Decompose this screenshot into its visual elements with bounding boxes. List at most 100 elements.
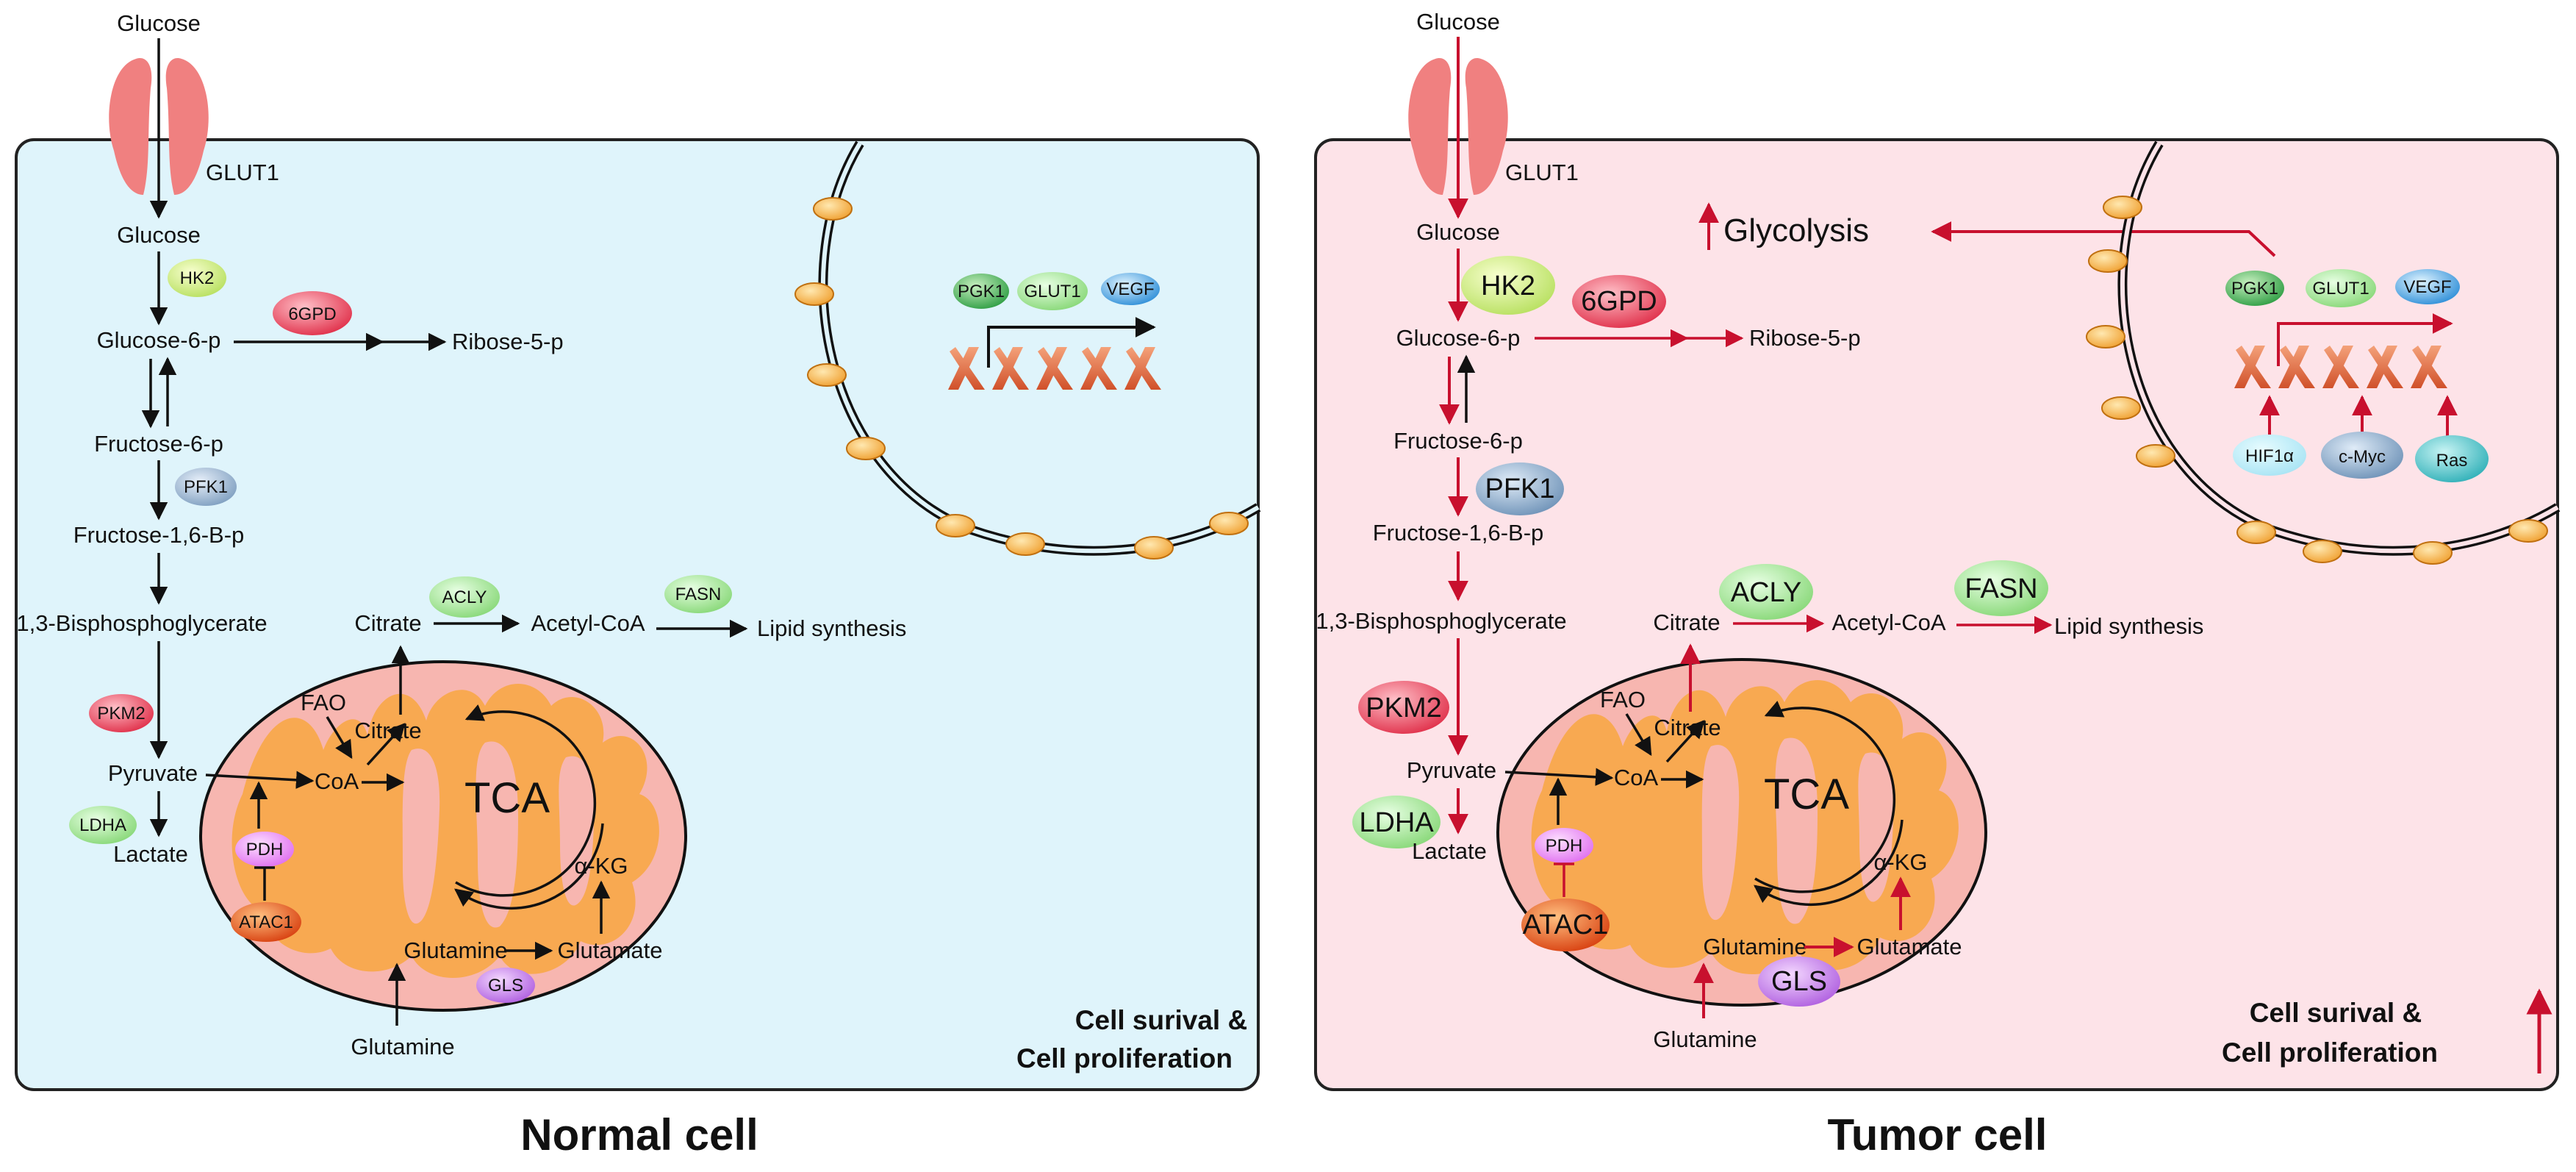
glucose-label: Glucose	[1416, 219, 1500, 245]
glutamate-label: Glutamate	[557, 937, 662, 963]
6gpd-enzyme	[1572, 275, 1666, 328]
atac1-label: ATAC1	[1523, 910, 1609, 940]
hif1a-label: HIF1α	[2245, 446, 2294, 466]
glutamine-mito-label: Glutamine	[1703, 934, 1807, 960]
survival-line-1: Cell surival &	[2250, 998, 2422, 1028]
c-myc-label: c-Myc	[2339, 447, 2386, 467]
6gpd-label: 6GPD	[1581, 286, 1657, 317]
pfk1-label: PFK1	[1485, 474, 1554, 504]
tumor-cell-panel: Glucose GLUT1 Glucose HK2 6GPD Glucose-6…	[1314, 9, 2561, 1160]
6gpd-label: 6GPD	[288, 304, 336, 324]
nuclear-pore-icons	[2086, 196, 2548, 565]
fructose-16-bp-label: Fructose-1,6-B-p	[73, 522, 245, 548]
fasn-label: FASN	[1965, 574, 2037, 604]
acetyl-coa-label: Acetyl-CoA	[531, 610, 645, 636]
acly-label: ACLY	[1731, 577, 1801, 608]
pfk1-label: PFK1	[184, 477, 228, 497]
gene-vegf	[1101, 273, 1160, 305]
fasn-enzyme	[664, 575, 732, 613]
gls-label: GLS	[488, 976, 523, 996]
gene-glut1-label: GLUT1	[1024, 282, 1080, 301]
coa-label: CoA	[1614, 765, 1659, 790]
glutamate-label: Glutamate	[1856, 934, 1962, 960]
fructose-6-p-label: Fructose-6-p	[1393, 428, 1523, 454]
hif1a-regulator	[2233, 435, 2306, 476]
glut1-label: GLUT1	[1505, 160, 1579, 185]
pfk1-enzyme	[175, 468, 237, 506]
gene-glut1	[2306, 269, 2376, 307]
atac1-label: ATAC1	[239, 912, 293, 932]
tumor-cell-caption: Tumor cell	[1828, 1110, 2048, 1160]
pkm2-label: PKM2	[1366, 693, 1441, 723]
normal-cell-caption: Normal cell	[520, 1110, 758, 1160]
tca-label: TCA	[1764, 771, 1849, 818]
survival-line-1: Cell surival &	[1075, 1005, 1247, 1035]
ldha-label: LDHA	[79, 815, 126, 835]
gene-glut1	[1017, 272, 1088, 310]
gene-vegf-label: VEGF	[2403, 277, 2451, 297]
glucose-outside-label: Glucose	[1416, 9, 1500, 35]
normal-cell-panel: Glucose GLUT1 Glucose HK2 Glucose-6-p 6G…	[15, 10, 1261, 1160]
gene-pgk1	[2225, 271, 2284, 306]
bisphosphoglycerate-label: 1,3-Bisphosphoglycerate	[16, 610, 267, 636]
bisphosphoglycerate-label: 1,3-Bisphosphoglycerate	[1316, 608, 1566, 634]
lactate-label: Lactate	[113, 841, 188, 867]
akg-label: α-KG	[1873, 849, 1927, 875]
pdh-enzyme	[235, 832, 294, 867]
ldha-enzyme	[69, 806, 137, 844]
glycolysis-up-label: Glycolysis	[1723, 212, 1869, 249]
fructose-16-bp-label: Fructose-1,6-B-p	[1373, 520, 1544, 546]
pdh-enzyme	[1535, 828, 1593, 863]
glutamine-mito-label: Glutamine	[403, 937, 507, 963]
gls-label: GLS	[1771, 966, 1827, 997]
gls-enzyme	[476, 968, 535, 1003]
fasn-enzyme	[1954, 560, 2048, 616]
dna-helix-icon	[2234, 346, 2447, 388]
pfk1-enzyme	[1476, 462, 1564, 515]
glut1-label: GLUT1	[206, 160, 279, 185]
ldha-enzyme	[1352, 796, 1441, 848]
ldha-label: LDHA	[1359, 807, 1434, 838]
dna-helix-icon	[948, 347, 1161, 390]
ribose-5-p-label: Ribose-5-p	[452, 329, 564, 354]
glutamine-outside-label: Glutamine	[351, 1034, 454, 1060]
coa-label: CoA	[315, 768, 359, 794]
citrate-mito-label: Citrate	[354, 718, 421, 743]
citrate-mito-label: Citrate	[1654, 715, 1721, 740]
survival-line-2: Cell proliferation	[1016, 1043, 1233, 1073]
atac1-protein	[1521, 898, 1610, 951]
lactate-label: Lactate	[1412, 838, 1487, 864]
nuclear-pore-icons	[794, 197, 1249, 560]
glutamine-outside-label: Glutamine	[1653, 1026, 1757, 1052]
pkm2-enzyme	[1358, 681, 1449, 734]
ras-label: Ras	[2436, 451, 2468, 471]
acly-label: ACLY	[442, 587, 487, 607]
fao-label: FAO	[301, 690, 346, 715]
gene-pgk1-label: PGK1	[2231, 279, 2278, 299]
pdh-label: PDH	[246, 840, 284, 860]
pyruvate-label: Pyruvate	[108, 760, 198, 786]
lipid-synthesis-label: Lipid synthesis	[2054, 613, 2203, 639]
hk2-enzyme	[168, 259, 226, 297]
hk2-label: HK2	[180, 268, 215, 288]
c-myc-regulator	[2321, 432, 2403, 479]
acetyl-coa-label: Acetyl-CoA	[1831, 610, 1945, 635]
fasn-label: FASN	[675, 585, 722, 604]
acly-enzyme	[429, 576, 500, 618]
pyruvate-label: Pyruvate	[1407, 757, 1496, 783]
survival-line-2: Cell proliferation	[2222, 1037, 2438, 1068]
hk2-enzyme	[1461, 256, 1555, 315]
glut1-transporter-icon	[1408, 58, 1508, 196]
tca-label: TCA	[464, 774, 550, 822]
gene-vegf-label: VEGF	[1106, 279, 1154, 299]
hk2-label: HK2	[1481, 271, 1535, 301]
gene-vegf	[2395, 269, 2460, 304]
atac1-protein	[231, 902, 301, 942]
citrate-cyto-label: Citrate	[354, 610, 421, 636]
citrate-cyto-label: Citrate	[1653, 610, 1720, 635]
glucose-6-p-label: Glucose-6-p	[97, 327, 221, 353]
ras-regulator	[2415, 435, 2489, 482]
ribose-5-p-label: Ribose-5-p	[1749, 325, 1861, 351]
akg-label: α-KG	[574, 853, 628, 879]
gene-pgk1	[953, 274, 1009, 309]
